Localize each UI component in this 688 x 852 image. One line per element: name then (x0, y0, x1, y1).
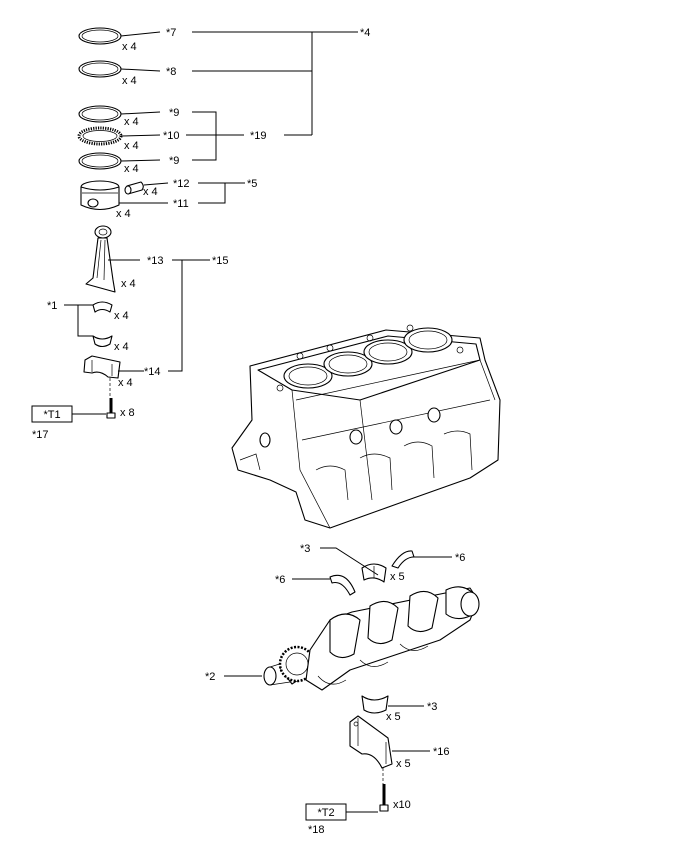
callout-5: *5 (247, 178, 257, 190)
callout-13: *13 (147, 255, 164, 267)
compression-ring-no1 (78, 27, 161, 45)
callout-3-upper: *3 (300, 543, 310, 555)
callout-9-upper: *9 (169, 107, 179, 119)
torque-label-t1: *T1 (43, 409, 60, 421)
qty-main-bearing-upper: x 5 (390, 571, 405, 583)
callout-15: *15 (212, 255, 229, 267)
qty-main-bearing-lower: x 5 (386, 711, 401, 723)
callout-4: *4 (360, 27, 370, 39)
qty-ring-10: x 4 (124, 140, 139, 152)
qty-main-bearing-cap: x 5 (396, 758, 411, 770)
oil-ring-expander (77, 126, 161, 146)
callout-11: *11 (173, 198, 189, 210)
callout-3-lower: *3 (427, 701, 437, 713)
compression-ring-no2 (78, 60, 161, 78)
connecting-rod-cap (83, 355, 144, 379)
callout-7: *7 (166, 27, 176, 39)
crankshaft-bearing-cap-bolt (379, 784, 389, 812)
qty-ring-9-upper: x 4 (124, 116, 139, 128)
piston-pin (124, 181, 169, 195)
connecting-rod-bolt (106, 398, 116, 419)
qty-rod-bearing-upper: x 4 (114, 310, 129, 322)
connecting-rod-bearing-lower (92, 335, 113, 348)
thrust-washer-lower (292, 574, 356, 596)
leader-lines (168, 31, 358, 372)
callout-12: *12 (173, 178, 190, 190)
crankshaft (224, 586, 480, 691)
cylinder-block (231, 324, 501, 529)
qty-ring-9-lower: x 4 (124, 163, 139, 175)
crankshaft-bearing-cap (349, 715, 430, 769)
callout-6-upper: *6 (455, 552, 465, 564)
qty-piston: x 4 (116, 208, 131, 220)
callout-1: *1 (47, 300, 57, 312)
qty-ring-8: x 4 (122, 75, 137, 87)
crankshaft-bearing-upper (320, 547, 387, 583)
torque-label-t2: *T2 (317, 807, 334, 819)
qty-main-bearing-bolt: x10 (393, 799, 411, 811)
qty-rod-bearing-lower: x 4 (114, 341, 129, 353)
callout-2: *2 (205, 671, 215, 683)
qty-ring-7: x 4 (122, 41, 137, 53)
torque-spec-box-t2: *T2 (305, 803, 378, 821)
connecting-rod-bearing-upper (92, 301, 113, 313)
crankshaft-bearing-lower (361, 695, 424, 714)
qty-piston-pin: x 4 (143, 186, 158, 198)
callout-19: *19 (250, 130, 267, 142)
oil-ring-rail-upper (78, 105, 161, 123)
qty-rod-cap: x 4 (118, 377, 133, 389)
callout-16: *16 (433, 746, 450, 758)
callout-9-lower: *9 (169, 155, 179, 167)
callout-10: *10 (163, 130, 180, 142)
callout-8: *8 (166, 66, 176, 78)
piston (80, 180, 168, 211)
callout-14: *14 (144, 366, 161, 378)
callout-6-lower: *6 (275, 574, 285, 586)
connecting-rod (85, 225, 140, 293)
callout-17: *17 (32, 429, 49, 441)
callout-18: *18 (308, 824, 325, 836)
qty-connecting-rod: x 4 (121, 278, 136, 290)
bearing-bracket (64, 304, 93, 337)
torque-spec-box-t1: *T1 (31, 405, 106, 423)
oil-ring-rail-lower (78, 152, 161, 170)
thrust-washer-upper (391, 550, 452, 569)
qty-rod-bolt: x 8 (120, 407, 135, 419)
